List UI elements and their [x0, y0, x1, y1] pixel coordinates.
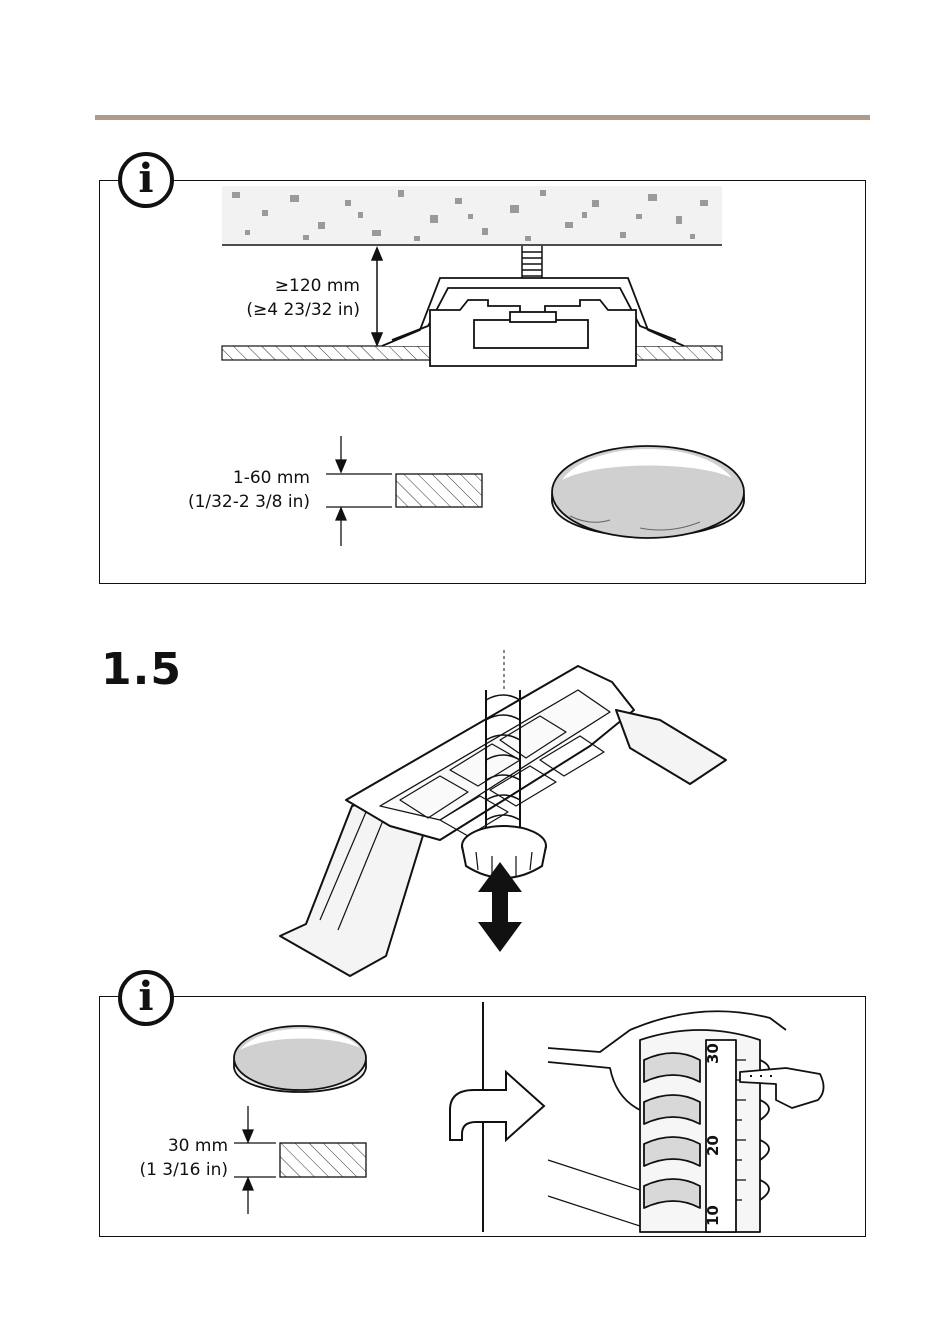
next-step-arrow-icon — [450, 1072, 544, 1140]
depth-imperial-label: (1 3/16 in) — [120, 1158, 228, 1182]
scale-label-20: 20 — [704, 1135, 722, 1156]
depth-metric-label: 30 mm — [120, 1134, 228, 1158]
board-thickness-diagram — [234, 1106, 366, 1214]
screw-scale-closeup — [548, 1008, 824, 1232]
scale-label-30: 30 — [704, 1043, 722, 1064]
scale-label-10: 10 — [704, 1205, 722, 1226]
template-disc — [234, 1026, 366, 1092]
